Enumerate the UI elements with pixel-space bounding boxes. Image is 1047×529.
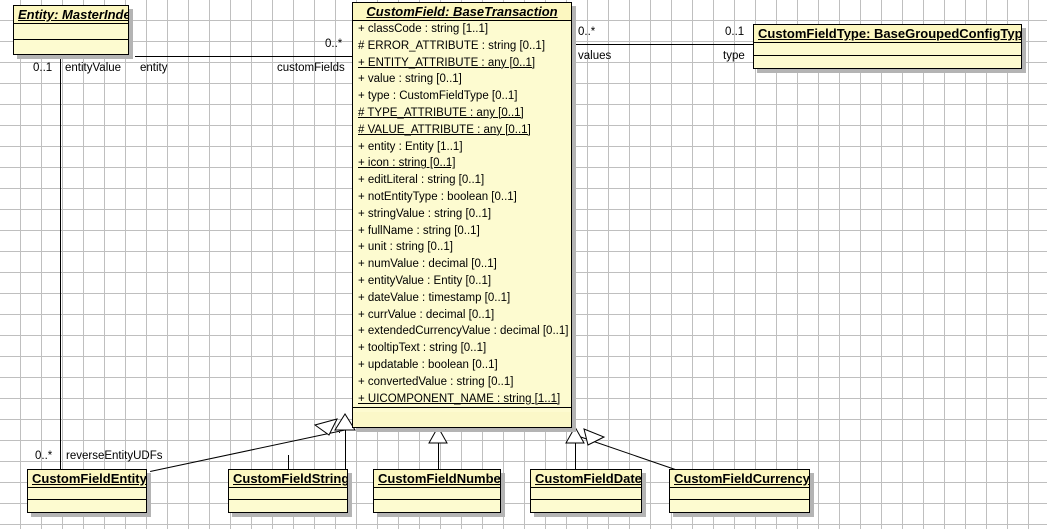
role-entity-value: entityValue	[65, 62, 122, 74]
association-line-reverse-entity-udfs[interactable]	[60, 57, 61, 471]
attribute-row: + unit : string [0..1]	[358, 241, 453, 254]
class-attributes-compartment-customfieldentity	[28, 488, 146, 500]
attribute-row: + updatable : boolean [0..1]	[358, 358, 498, 371]
class-customfieldentity[interactable]: CustomFieldEntity	[27, 469, 147, 513]
class-attributes-compartment-customfieldtype	[754, 43, 1021, 56]
attribute-row: + entityValue : Entity [0..1]	[358, 274, 492, 287]
class-customfielddate[interactable]: CustomFieldDate	[530, 469, 642, 513]
generalization-stem-date[interactable]	[575, 443, 576, 472]
class-attributes-compartment-customfielddate	[531, 488, 641, 500]
association-line-entity-customfields[interactable]	[135, 56, 353, 57]
attribute-row: + entity : Entity [1..1]	[358, 140, 463, 153]
attribute-row: + UICOMPONENT_NAME : string [1..1]	[358, 392, 561, 405]
attribute-row: # TYPE_ATTRIBUTE : any [0..1]	[358, 106, 524, 119]
attribute-row: + editLiteral : string [0..1]	[358, 174, 485, 187]
attribute-row: + convertedValue : string [0..1]	[358, 375, 514, 388]
class-customfield-basetransaction[interactable]: CustomField: BaseTransaction + classCode…	[352, 2, 572, 428]
class-operations-compartment-customfieldcurrency	[670, 500, 809, 512]
class-attributes-compartment-customfieldnumber	[374, 488, 500, 500]
attribute-row: + value : string [0..1]	[358, 73, 462, 86]
class-customfieldcurrency[interactable]: CustomFieldCurrency	[669, 469, 810, 513]
multiplicity-reverse-entity-udfs: 0..*	[35, 450, 53, 462]
multiplicity-customfields: 0..*	[325, 38, 343, 50]
role-type: type	[723, 50, 745, 62]
role-reverse-entity-udfs: reverseEntityUDFs	[66, 450, 163, 462]
class-operations-compartment-customfieldtype	[754, 56, 1021, 68]
class-title-customfield: CustomField: BaseTransaction	[353, 3, 571, 21]
attribute-row: + currValue : decimal [0..1]	[358, 308, 495, 321]
attribute-row: + extendedCurrencyValue : decimal [0..1]	[358, 325, 569, 338]
multiplicity-type: 0..1	[725, 26, 745, 38]
class-title-customfieldstring: CustomFieldString	[229, 470, 347, 488]
class-attributes-compartment-customfieldcurrency	[670, 488, 809, 500]
multiplicity-entity-source: 0..1	[33, 62, 53, 74]
class-title-entity-masterindex: Entity: MasterIndex	[14, 6, 128, 24]
generalization-stem-string[interactable]	[345, 430, 346, 472]
class-operations-compartment-entity	[14, 40, 128, 54]
class-attributes-compartment-customfieldstring	[229, 488, 347, 500]
class-operations-compartment-customfieldstring	[229, 500, 347, 512]
class-operations-compartment-customfieldentity	[28, 500, 146, 512]
class-title-customfielddate: CustomFieldDate	[531, 470, 641, 488]
class-title-customfieldnumber: CustomFieldNumber	[374, 470, 500, 488]
generalization-stem-string-hidden	[288, 455, 289, 472]
attribute-row: + fullName : string [0..1]	[358, 224, 480, 237]
class-customfieldnumber[interactable]: CustomFieldNumber	[373, 469, 501, 513]
attribute-row: + dateValue : timestamp [0..1]	[358, 291, 511, 304]
attribute-row: + stringValue : string [0..1]	[358, 207, 492, 220]
attribute-row: + type : CustomFieldType [0..1]	[358, 90, 518, 103]
attribute-row: # ERROR_ATTRIBUTE : string [0..1]	[358, 39, 546, 52]
attribute-row: + ENTITY_ATTRIBUTE : any [0..1]	[358, 56, 536, 69]
class-attributes-compartment-entity	[14, 24, 128, 40]
generalization-stem-number[interactable]	[438, 443, 439, 472]
class-operations-compartment-customfield	[353, 407, 571, 413]
class-operations-compartment-customfieldnumber	[374, 500, 500, 512]
attribute-row: + tooltipText : string [0..1]	[358, 342, 487, 355]
class-operations-compartment-customfielddate	[531, 500, 641, 512]
attribute-row: + notEntityType : boolean [0..1]	[358, 190, 517, 203]
class-title-customfieldentity: CustomFieldEntity	[28, 470, 146, 488]
generalization-line-customfieldstring[interactable]	[339, 432, 340, 433]
role-values: values	[578, 50, 612, 62]
attribute-row: # VALUE_ATTRIBUTE : any [0..1]	[358, 123, 531, 136]
attribute-row: + icon : string [0..1]	[358, 157, 456, 170]
class-customfieldtype[interactable]: CustomFieldType: BaseGroupedConfigType	[753, 24, 1022, 69]
class-customfieldstring[interactable]: CustomFieldString	[228, 469, 348, 513]
attribute-row: + numValue : decimal [0..1]	[358, 258, 497, 271]
class-title-customfieldcurrency: CustomFieldCurrency	[670, 470, 809, 488]
class-title-customfieldtype: CustomFieldType: BaseGroupedConfigType	[754, 25, 1021, 43]
class-attributes-compartment-customfield: + classCode : string [1..1] # ERROR_ATTR…	[353, 21, 571, 408]
attribute-row: + classCode : string [1..1]	[358, 23, 489, 35]
role-custom-fields: customFields	[277, 62, 345, 74]
multiplicity-values: 0..*	[578, 26, 596, 38]
role-entity: entity	[140, 62, 168, 74]
association-line-customfield-type[interactable]	[572, 44, 754, 45]
class-entity-masterindex[interactable]: Entity: MasterIndex	[13, 5, 129, 55]
